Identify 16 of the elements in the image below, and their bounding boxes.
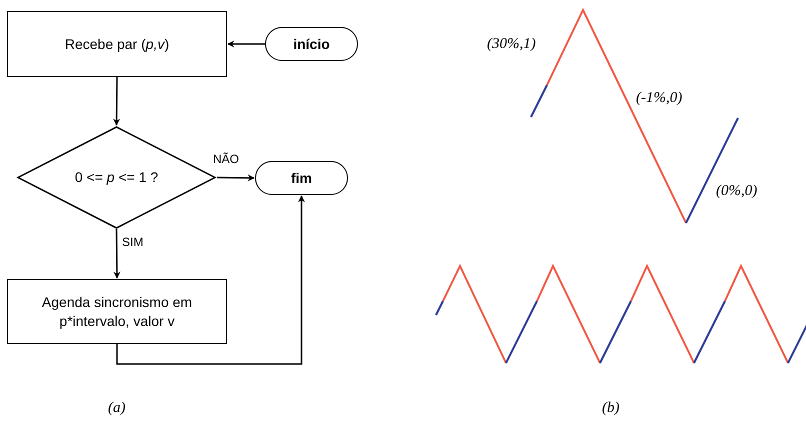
panel-caption: (b) bbox=[602, 400, 620, 417]
panel-caption: (a) bbox=[108, 400, 126, 417]
terminal-box: fim bbox=[255, 161, 348, 195]
arrow bbox=[113, 229, 120, 279]
edge-label: SIM bbox=[121, 235, 144, 249]
terminal-box: início bbox=[265, 27, 358, 61]
arrow bbox=[216, 174, 255, 182]
arrow bbox=[116, 195, 305, 365]
process-box: Agenda sincronismo em p*intervalo, valor v bbox=[7, 279, 227, 344]
arrow bbox=[113, 77, 120, 126]
process-box: Recebe par (p,v) bbox=[7, 11, 227, 77]
point-label: (0%,0) bbox=[716, 183, 758, 200]
point-label: (-1%,0) bbox=[636, 90, 682, 107]
edge-label: NÃO bbox=[212, 152, 240, 166]
arrow bbox=[227, 40, 265, 48]
point-label: (30%,1) bbox=[487, 36, 536, 53]
